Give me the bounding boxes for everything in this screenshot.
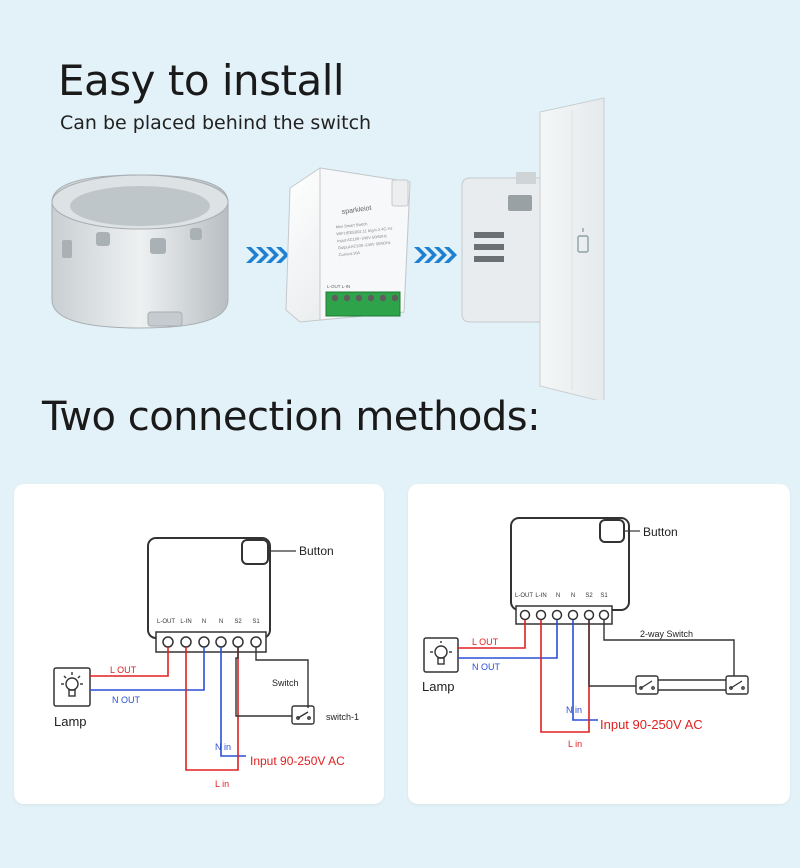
page-title: Easy to install — [58, 56, 345, 105]
installation-illustration: sparkleiot Mini Smart Switch WIFI:IEEE80… — [51, 97, 605, 400]
lamp-box — [53, 667, 91, 707]
arrow-icon — [414, 247, 457, 263]
terminal-label: L-OUT — [515, 593, 533, 599]
wiring-diagram-single: Button L-OUT L-IN N N S2 S1 Lamp L OUT — [14, 484, 384, 804]
switch-label: Switch — [272, 678, 299, 688]
n-out-label: N OUT — [472, 662, 501, 672]
switch-symbol — [291, 705, 315, 725]
l-in-label: L in — [568, 739, 582, 749]
switch-logo-text: sparkleiot — [341, 205, 372, 216]
switch-toggle-icon — [296, 711, 311, 720]
switch-terminal-text: L-OUT L-IN — [327, 284, 350, 289]
terminal-label: N — [219, 619, 223, 625]
lamp-icon — [430, 641, 452, 665]
wall-switch-panel-image — [461, 97, 605, 400]
terminal-label: S2 — [585, 593, 593, 599]
terminal-label: L-IN — [535, 593, 546, 599]
touch-button-icon — [577, 228, 589, 253]
l-out-label: L OUT — [472, 637, 499, 647]
terminal-label: S2 — [234, 619, 242, 625]
n-out-label: N OUT — [112, 695, 141, 705]
terminal-label: L-OUT — [157, 619, 175, 625]
terminal-label: N — [571, 593, 575, 599]
switch-symbol-b — [725, 675, 749, 695]
wall-box-image — [51, 174, 229, 329]
terminal-label: N — [556, 593, 560, 599]
switch-spec-line: Input:AC100~240V 50/60Hz — [337, 233, 387, 243]
terminal-block — [515, 605, 613, 625]
l-out-label: L OUT — [110, 665, 137, 675]
input-voltage-label: Input 90-250V AC — [250, 754, 345, 768]
switch-toggle-icon — [729, 680, 745, 690]
switch-spec-line: Current:10A — [338, 250, 360, 257]
section-heading: Two connection methods: — [42, 394, 541, 440]
terminal-label: N — [202, 619, 206, 625]
lamp-label: Lamp — [422, 679, 455, 694]
lamp-icon — [61, 672, 83, 697]
n-in-label: N in — [215, 742, 231, 752]
arrow-icon — [246, 247, 289, 263]
switch-spec-line: Mini Smart Switch — [335, 221, 367, 229]
smart-switch-module-image: sparkleiot Mini Smart Switch WIFI:IEEE80… — [285, 167, 411, 323]
switch-spec-line: WIFI:IEEE802.11 b/g/n 2.4G Hz — [336, 226, 393, 237]
terminal-label: S1 — [600, 593, 608, 599]
button-shape — [241, 539, 269, 565]
switch-symbol-a — [635, 675, 659, 695]
lamp-label: Lamp — [54, 714, 87, 729]
switch-toggle-icon — [639, 680, 655, 690]
wiring-diagram-two-way: Button L-OUT L-IN N N S2 S1 Lamp L OUT N… — [408, 484, 790, 804]
switch-spec-line: Output:AC100~240V 50/60Hz — [338, 240, 391, 251]
button-label: Button — [299, 544, 334, 558]
switch-name-label: switch-1 — [326, 712, 359, 722]
button-shape — [599, 519, 625, 543]
lamp-box — [423, 637, 459, 673]
input-voltage-label: Input 90-250V AC — [600, 717, 703, 732]
terminal-label: L-IN — [180, 619, 191, 625]
terminal-label: S1 — [252, 619, 260, 625]
page-subtitle: Can be placed behind the switch — [60, 112, 372, 134]
switch-label: 2-way Switch — [640, 629, 693, 639]
n-in-label: N in — [566, 705, 582, 715]
l-in-label: L in — [215, 779, 229, 789]
button-label: Button — [643, 525, 678, 539]
